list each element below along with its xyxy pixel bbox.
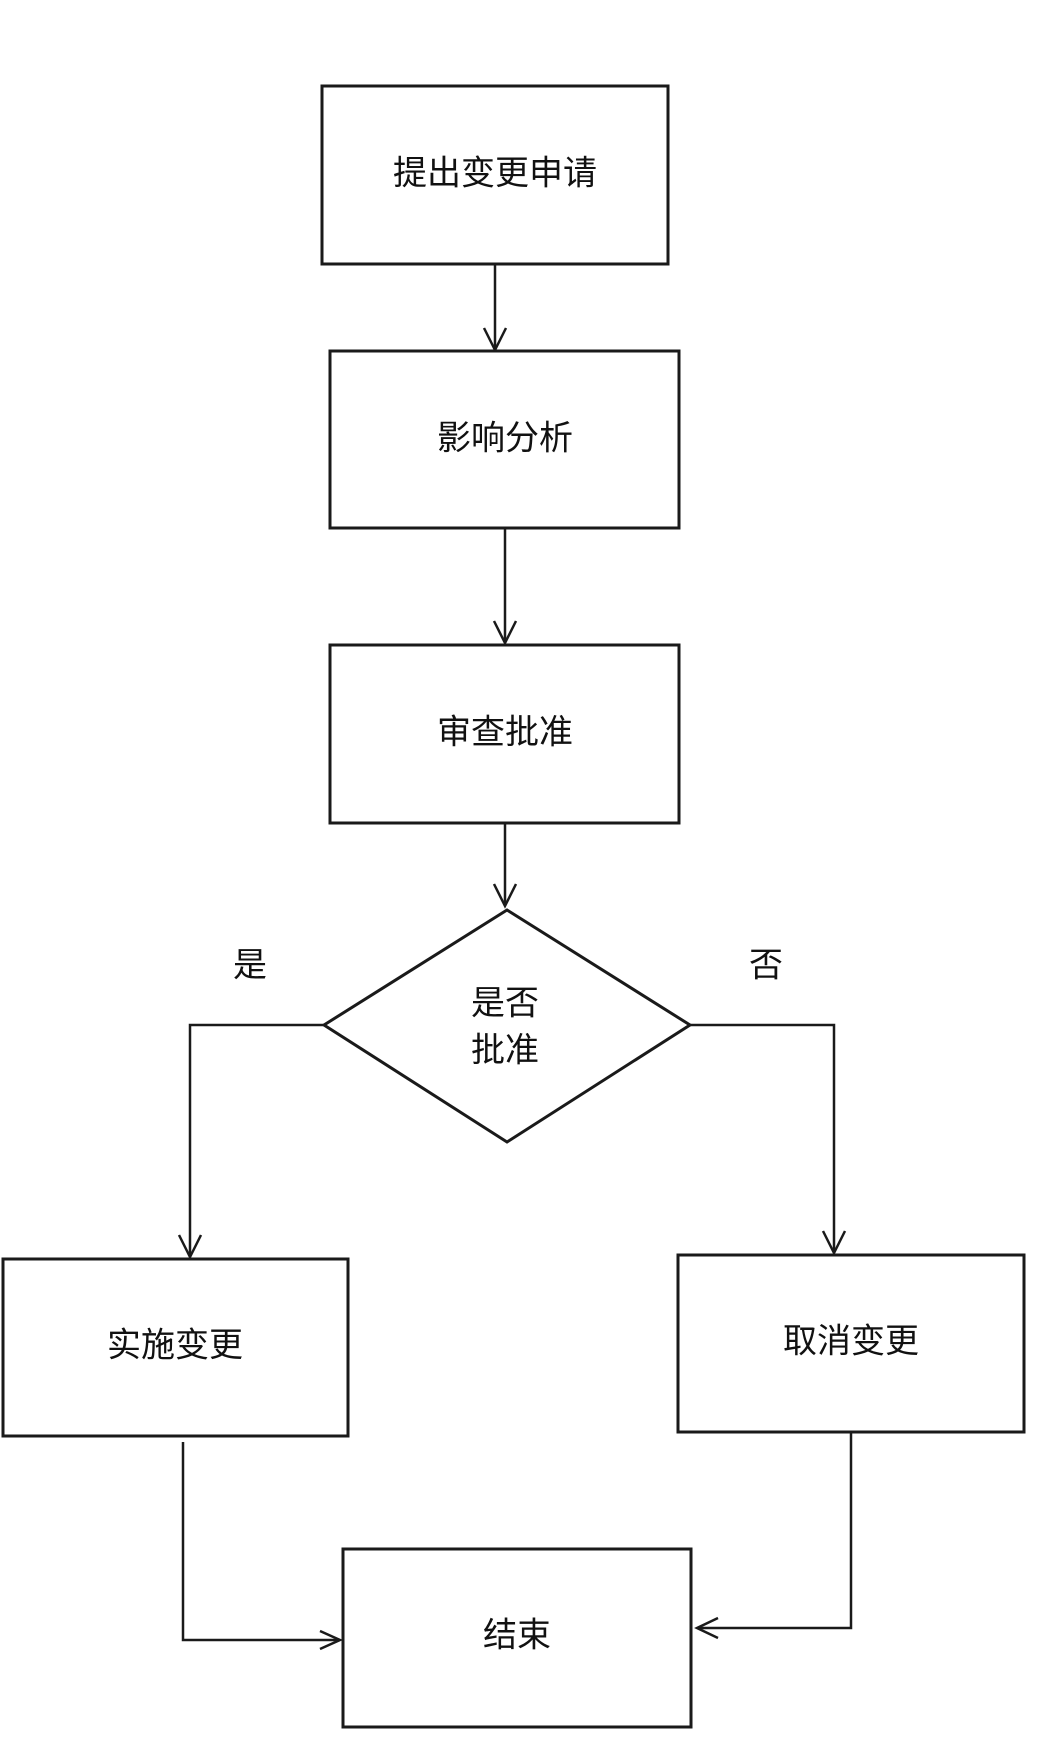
- edge-label-yes: 是: [233, 946, 267, 986]
- edge-decision-to-cancel: [690, 1023, 836, 1253]
- node-impact-label: 影响分析: [437, 419, 573, 459]
- node-decision-label-line1: 是否: [471, 984, 539, 1024]
- edges: [177, 264, 853, 1651]
- node-submit-request: 提出变更申请: [320, 84, 670, 266]
- arrowhead-cancel: [821, 1230, 847, 1256]
- arrowhead-end-left: [319, 1629, 344, 1651]
- node-end-label: 结束: [483, 1616, 551, 1656]
- node-cancel-label: 取消变更: [783, 1322, 919, 1362]
- arrowhead-decision: [492, 883, 518, 909]
- edge-implement-to-end: [181, 1442, 340, 1642]
- arrowhead-end-right: [694, 1616, 719, 1640]
- node-decision-label-line2: 批准: [471, 1031, 539, 1071]
- edge-cancel-to-end: [697, 1432, 853, 1630]
- node-impact-analysis: 影响分析: [328, 349, 681, 530]
- arrowhead-implement: [177, 1234, 203, 1260]
- node-decision: 是否 批准: [321, 908, 693, 1144]
- arrowhead-review: [492, 620, 518, 646]
- node-cancel-change: 取消变更: [676, 1253, 1026, 1434]
- node-implement-change: 实施变更: [1, 1257, 350, 1438]
- node-implement-label: 实施变更: [107, 1326, 243, 1366]
- node-submit-label: 提出变更申请: [393, 154, 597, 194]
- node-end: 结束: [341, 1547, 693, 1729]
- edge-decision-to-implement: [188, 1023, 324, 1257]
- node-review-approval: 审查批准: [328, 643, 681, 825]
- edge-label-no: 否: [749, 946, 783, 986]
- node-review-label: 审查批准: [437, 713, 573, 753]
